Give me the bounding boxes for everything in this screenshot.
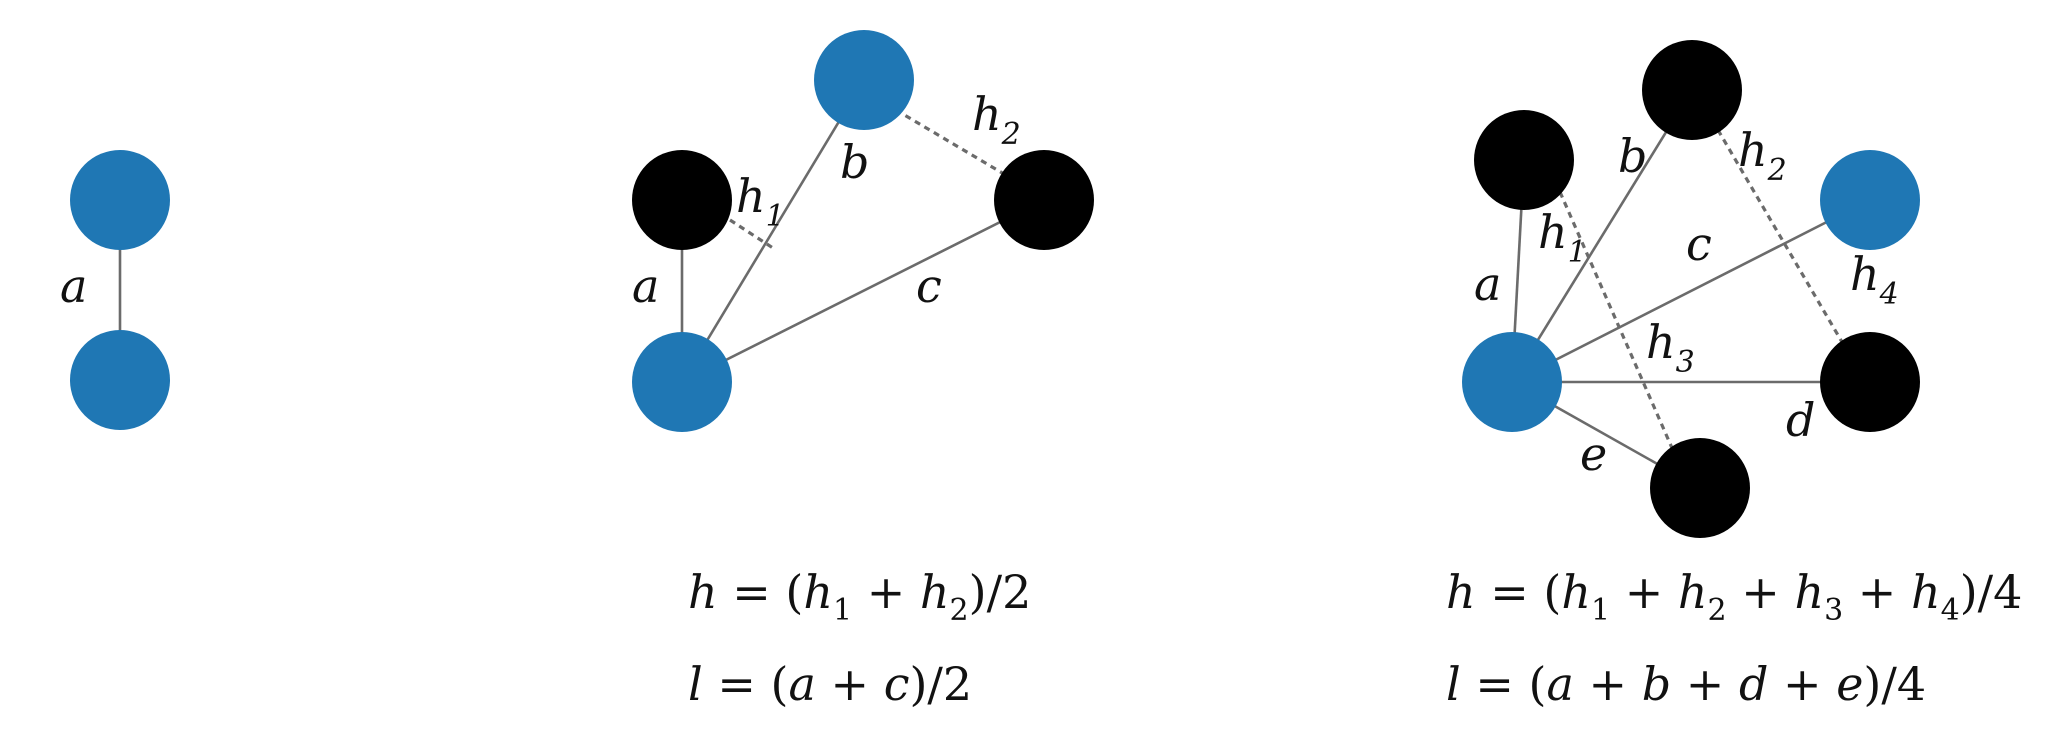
- label-h4: h4: [1850, 247, 1899, 312]
- label-b: b: [840, 135, 869, 189]
- black-node-left: [632, 150, 732, 250]
- black-node-right: [994, 150, 1094, 250]
- blue-node-top: [70, 150, 170, 250]
- label-h2: h2: [972, 87, 1021, 152]
- label-a: a: [632, 259, 659, 313]
- label-a: a: [1474, 257, 1501, 311]
- height-h1-h3: [1558, 191, 1674, 449]
- label-h2: h2: [1738, 123, 1787, 188]
- black-node-d: [1820, 332, 1920, 432]
- blue-node-top: [814, 30, 914, 130]
- panel-3: a b c d e h1 h2 h3 h4 h = (h1 + h2 + h3 …: [1446, 40, 2022, 711]
- label-c: c: [1686, 217, 1712, 271]
- edge-c: [681, 198, 1045, 384]
- equation-h: h = (h1 + h2)/2: [688, 565, 1031, 628]
- panel-1: a: [60, 150, 170, 430]
- edge-c: [1511, 198, 1871, 384]
- label-e: e: [1580, 427, 1607, 481]
- panel-2: a b c h1 h2 h = (h1 + h2)/2 l = (a + c)/…: [632, 30, 1094, 711]
- label-b: b: [1618, 129, 1647, 183]
- height-h2-h4: [1716, 129, 1844, 343]
- label-d: d: [1786, 393, 1815, 447]
- height-h2: [895, 108, 1005, 176]
- label-h3: h3: [1646, 315, 1695, 380]
- edge-b: [680, 79, 866, 383]
- equation-l: l = (a + c)/2: [688, 657, 972, 711]
- blue-node-bottom: [70, 330, 170, 430]
- black-node-a: [1474, 110, 1574, 210]
- blue-node-c: [1820, 150, 1920, 250]
- label-a: a: [60, 259, 87, 313]
- equation-h: h = (h1 + h2 + h3 + h4)/4: [1446, 565, 2022, 628]
- equation-l: l = (a + b + d + e)/4: [1446, 657, 1926, 711]
- black-node-e: [1650, 438, 1750, 538]
- blue-node-center: [632, 332, 732, 432]
- black-node-b: [1642, 40, 1742, 140]
- label-h1: h1: [1538, 205, 1587, 270]
- edge-b: [1510, 89, 1694, 383]
- label-h1: h1: [736, 169, 785, 234]
- height-h1: [729, 218, 774, 250]
- blue-node-center: [1462, 332, 1562, 432]
- label-c: c: [916, 259, 942, 313]
